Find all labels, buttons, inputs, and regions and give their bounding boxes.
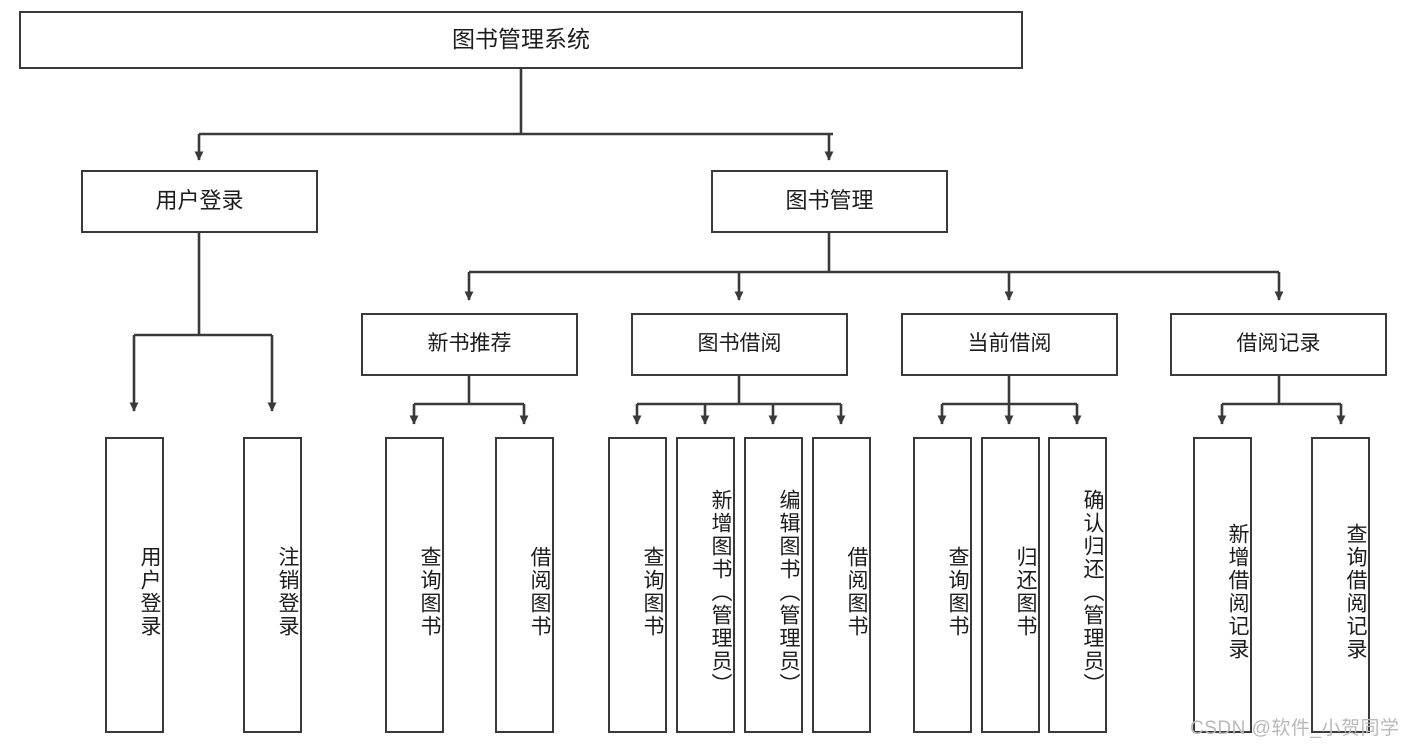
node-label: 图书借阅 <box>697 332 782 356</box>
node-label: 图书管理系统 <box>452 26 590 53</box>
leaf-return-book[interactable]: 归还图书 <box>981 437 1040 733</box>
node-label: 借阅记录 <box>1236 332 1321 356</box>
node-label: 借阅图书 <box>845 546 868 638</box>
leaf-borrow-book-recommend[interactable]: 借阅图书 <box>495 437 554 733</box>
node-label: 查询图书 <box>418 546 441 638</box>
node-user-login[interactable]: 用户登录 <box>81 170 318 233</box>
node-borrow-record[interactable]: 借阅记录 <box>1170 313 1387 376</box>
node-label: 图书管理 <box>785 188 874 214</box>
leaf-borrow-book[interactable]: 借阅图书 <box>812 437 871 733</box>
leaf-query-book-current[interactable]: 查询图书 <box>913 437 972 733</box>
node-root-system[interactable]: 图书管理系统 <box>19 11 1023 69</box>
node-label: 归还图书 <box>1014 546 1037 638</box>
node-label: 确认归还（管理员） <box>1081 488 1104 696</box>
node-new-book-recommend[interactable]: 新书推荐 <box>361 313 578 376</box>
csdn-watermark: CSDN @软件_小贺同学 <box>1190 718 1400 739</box>
leaf-query-book-borrow[interactable]: 查询图书 <box>608 437 667 733</box>
leaf-query-borrow-record[interactable]: 查询借阅记录 <box>1311 437 1370 733</box>
leaf-add-borrow-record[interactable]: 新增借阅记录 <box>1193 437 1252 733</box>
node-label: 用户登录 <box>155 188 244 214</box>
node-label: 查询图书 <box>641 546 664 638</box>
node-label: 借阅图书 <box>528 546 551 638</box>
node-label: 用户登录 <box>138 546 161 638</box>
node-label: 注销登录 <box>276 546 299 638</box>
node-label: 新书推荐 <box>427 332 512 356</box>
node-book-management[interactable]: 图书管理 <box>711 170 948 233</box>
leaf-add-book-admin[interactable]: 新增图书（管理员） <box>676 437 735 733</box>
node-label: 当前借阅 <box>967 332 1052 356</box>
node-label: 查询借阅记录 <box>1344 523 1367 661</box>
leaf-logout[interactable]: 注销登录 <box>243 437 302 733</box>
node-label: 查询图书 <box>946 546 969 638</box>
node-label: 编辑图书（管理员） <box>777 488 800 696</box>
node-book-borrow[interactable]: 图书借阅 <box>631 313 848 376</box>
leaf-confirm-return-admin[interactable]: 确认归还（管理员） <box>1048 437 1107 733</box>
node-current-borrow[interactable]: 当前借阅 <box>901 313 1118 376</box>
leaf-query-book-recommend[interactable]: 查询图书 <box>385 437 444 733</box>
node-label: 新增图书（管理员） <box>709 488 732 696</box>
node-label: 新增借阅记录 <box>1226 523 1249 661</box>
leaf-edit-book-admin[interactable]: 编辑图书（管理员） <box>744 437 803 733</box>
leaf-user-login[interactable]: 用户登录 <box>105 437 164 733</box>
